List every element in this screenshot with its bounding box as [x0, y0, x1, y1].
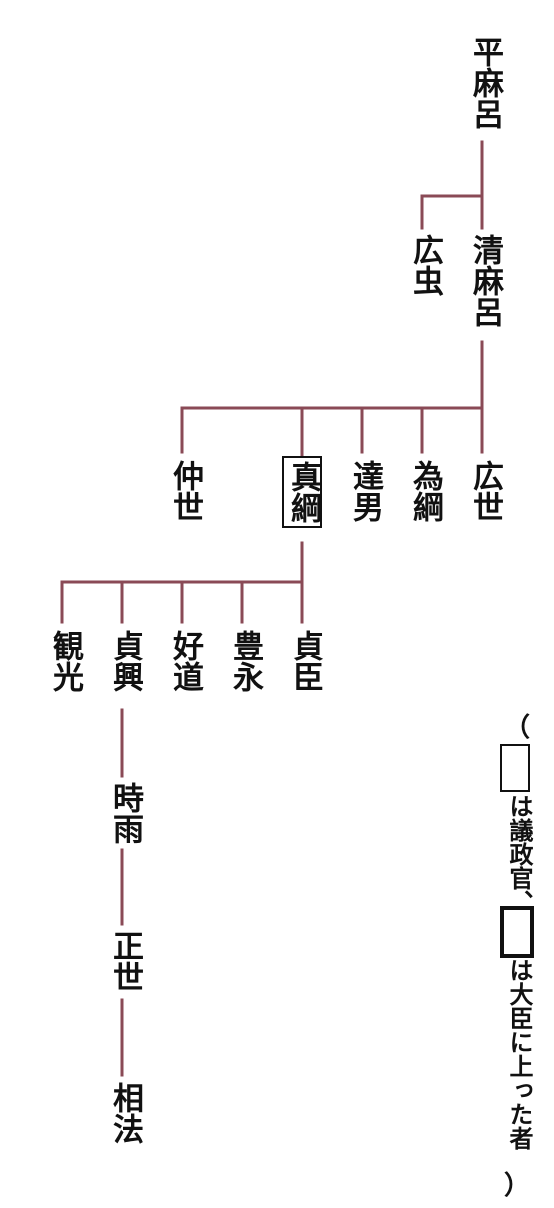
person-heimaro: 平麻呂: [467, 36, 503, 129]
person-sadaoki: 貞興: [107, 630, 143, 692]
person-kanko: 観光: [47, 630, 83, 692]
person-kiyomaro: 清麻呂: [467, 234, 503, 327]
legend-text-minister: は大臣に上った者: [505, 958, 534, 1150]
person-aikiyo: 相法: [107, 1082, 143, 1144]
legend: （ は議政官、 は大臣に上った者 ）: [494, 712, 538, 1202]
legend-close-paren: ）: [504, 1171, 531, 1201]
person-sadaomi: 貞臣: [287, 630, 323, 692]
person-hiromushi: 広虫: [407, 234, 443, 296]
person-toyonaga: 豊永: [227, 630, 263, 692]
legend-text-councillor: は議政官、: [505, 794, 534, 914]
person-matsuna: 真綱: [282, 456, 322, 528]
legend-thin-box-icon: [500, 744, 530, 792]
person-hiroyo: 広世: [467, 460, 503, 522]
person-tokisame: 時雨: [107, 782, 143, 844]
legend-thick-box-icon: [500, 906, 534, 958]
person-yoshimichi: 好道: [167, 630, 203, 692]
person-masayo: 正世: [107, 930, 143, 992]
legend-open-paren: （: [504, 713, 531, 743]
person-nakayo: 仲世: [167, 460, 203, 522]
person-tatsuo: 達男: [347, 460, 383, 522]
person-tametsuna: 為綱: [407, 460, 443, 522]
